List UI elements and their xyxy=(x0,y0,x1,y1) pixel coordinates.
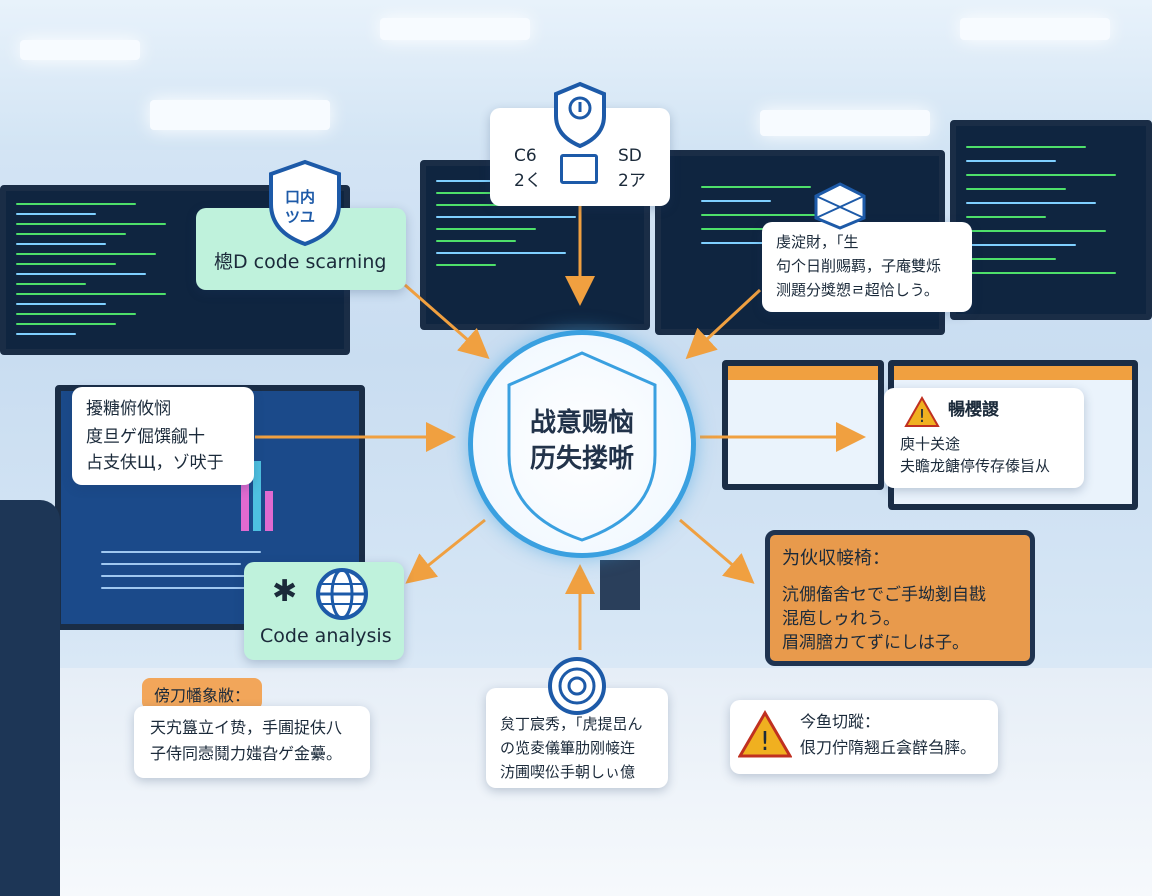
orange-line3: 眉凋膪カてずにしは子。 xyxy=(782,633,969,653)
badge-left-top: C6 xyxy=(514,146,537,166)
code-analysis-card: ✱ Code analysis xyxy=(244,562,404,660)
orange-title: 为伙収帹椅： xyxy=(782,548,890,569)
code-scanning-label: 樬D code scarning xyxy=(214,251,387,273)
arrow-top-left xyxy=(404,283,490,359)
center-title-line1: 战意赐恼 xyxy=(529,408,634,438)
target-icon xyxy=(548,657,606,715)
ceiling-light xyxy=(20,40,140,60)
center-title-line2: 历失搂哳 xyxy=(529,444,634,474)
shield-code-icon xyxy=(269,159,341,247)
ceiling-light xyxy=(380,18,530,40)
arrow-bottom-left xyxy=(405,518,486,584)
bottom-left-line1: 天宄簋立イ贽，手圃捉伕八 xyxy=(150,718,343,737)
arrow-top-right xyxy=(685,288,762,360)
warning-line1: 庾十关途 xyxy=(900,435,961,453)
central-shield-hub: 战意赐恼 历失搂哳 xyxy=(468,330,696,558)
warning-line2: 夫瞻龙餹停传存傣旨从 xyxy=(900,457,1051,475)
bottom-center-line3: 汸圃喫伀手朝しぃ億 xyxy=(500,763,636,781)
warning-title: 暢櫻謖 xyxy=(948,400,999,420)
ceiling-light xyxy=(760,110,930,136)
monitor-dashboard xyxy=(722,360,884,490)
shield-code-text-top: 口内 xyxy=(285,188,316,206)
left-card-line3: 占支伕Щ，ゾ吠于 xyxy=(86,453,224,473)
right-warning-card: ! 暢櫻謖 庾十关途 夫瞻龙餹停传存傣旨从 xyxy=(884,388,1084,488)
desk-edge xyxy=(0,500,60,896)
bottom-right-line2: 佷刀佇隋翘丘侌辪刍膟。 xyxy=(800,738,977,757)
arrow-bottom-right xyxy=(679,518,755,584)
bottom-left-tag: 傍刀幡象敝： xyxy=(142,678,263,710)
right-top-line3: 测題分獎愬ㄹ超恰しう。 xyxy=(776,281,939,299)
globe-icon xyxy=(316,568,368,620)
code-analysis-label: Code analysis xyxy=(260,625,392,647)
badge-left-bottom: 2く xyxy=(514,171,542,191)
bottom-center-line1: 炱丁宸秀，「虎提旵ん xyxy=(500,715,643,733)
ceiling-light xyxy=(150,100,330,130)
network-icon xyxy=(814,182,866,230)
bottom-center-line2: の览夌儀篳肋刚帹迕 xyxy=(500,739,636,757)
bottom-left-card: 天宄簋立イ贽，手圃捉伕八 子侍同悫鬩力媸旮ゲ金虆。 xyxy=(134,706,370,778)
left-info-card: 擾糖俯攸悯 度旦ゲ倔馔觎十 占支伕Щ，ゾ吠于 xyxy=(72,387,254,485)
monitor-right-back xyxy=(950,120,1152,320)
ceiling-light xyxy=(960,18,1110,40)
svg-text:!: ! xyxy=(760,727,770,757)
shield-outline-icon xyxy=(507,351,657,542)
shield-code-text-bottom: ツユ xyxy=(285,208,316,226)
bottom-left-line2: 子侍同悫鬩力媸旮ゲ金虆。 xyxy=(150,744,343,763)
badge-right-bottom: 2ア xyxy=(618,171,646,191)
svg-text:!: ! xyxy=(918,406,925,427)
sparkle-icon: ✱ xyxy=(272,574,298,609)
badge-right-top: SD xyxy=(618,146,642,166)
right-top-line2: 句个日削赐羁，子庵雙烁 xyxy=(776,257,942,275)
bottom-right-line1: 今鱼切蹤： xyxy=(800,712,881,731)
document-shield-icon xyxy=(560,154,598,184)
warning-icon: ! xyxy=(738,710,792,758)
orange-line2: 混庖しゥれう。 xyxy=(782,609,900,629)
right-top-line1: 虔淀財，「生 xyxy=(776,233,859,251)
monitor-stand xyxy=(600,560,640,610)
bottom-right-card: ! 今鱼切蹤： 佷刀佇隋翘丘侌辪刍膟。 xyxy=(730,700,998,774)
shield-lock-icon xyxy=(554,81,606,149)
warning-icon: ! xyxy=(904,396,940,427)
orange-info-card: 为伙収帹椅： 沆倗傗舍セでご手坳剗自戡 混庖しゥれう。 眉凋膪カてずにしは子。 xyxy=(765,530,1035,666)
right-top-info-card: 虔淀財，「生 句个日削赐羁，子庵雙烁 测題分獎愬ㄹ超恰しう。 xyxy=(762,222,972,312)
left-card-line1: 擾糖俯攸悯 xyxy=(86,399,171,419)
orange-line1: 沆倗傗舍セでご手坳剗自戡 xyxy=(782,585,986,605)
left-card-line2: 度旦ゲ倔馔觎十 xyxy=(86,427,205,447)
